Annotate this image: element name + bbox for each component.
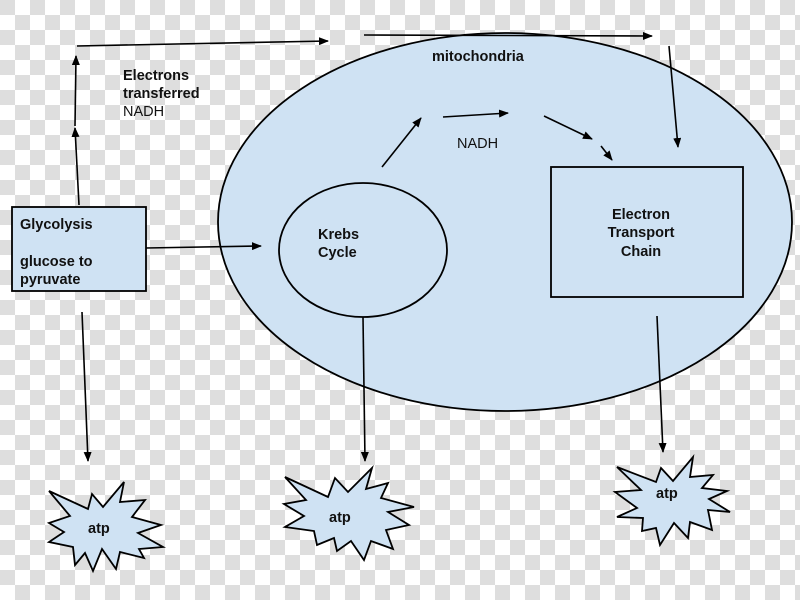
arrow-krebs-nadh-3 <box>543 115 593 140</box>
arrow-krebs-nadh-1 <box>381 117 422 168</box>
arrow-glycolysis-up-2 <box>71 55 80 127</box>
arrow-krebs-nadh-4 <box>600 145 613 161</box>
glycolysis-subtitle-line2: pyruvate <box>20 272 80 288</box>
mitochondria-label: mitochondria <box>432 49 525 65</box>
arrow-krebs-to-atp <box>360 316 369 462</box>
electrons-annotation-line2: transferred <box>123 86 200 102</box>
arrow-top-left <box>76 37 329 47</box>
arrow-glycolysis-up-1 <box>71 127 80 206</box>
atp-burst-left[interactable] <box>46 481 167 574</box>
krebs-label-line1: Krebs <box>318 227 359 243</box>
krebs-label-line2: Cycle <box>318 245 357 261</box>
atp-burst-middle[interactable] <box>281 464 415 562</box>
arrow-krebs-nadh-2 <box>442 109 509 118</box>
arrow-etc-to-atp <box>656 315 667 453</box>
inner-nadh-label: NADH <box>457 136 498 152</box>
atp-left-label: atp <box>88 521 110 537</box>
atp-burst-right[interactable] <box>612 453 731 548</box>
glycolysis-subtitle-line1: glucose to <box>20 254 93 270</box>
electron-transport-chain-node[interactable] <box>550 166 744 298</box>
etc-label-line1: Electron <box>612 207 670 223</box>
etc-label-line3: Chain <box>621 244 661 260</box>
electrons-annotation-line3: NADH <box>123 104 164 120</box>
krebs-cycle-node[interactable] <box>278 182 448 318</box>
atp-right-label: atp <box>656 486 678 502</box>
glycolysis-title: Glycolysis <box>20 217 93 233</box>
arrow-glycolysis-to-krebs <box>145 242 262 251</box>
arrow-glycolysis-to-atp <box>81 311 92 462</box>
etc-label-line2: Transport <box>608 225 675 241</box>
arrow-top-right <box>363 31 653 40</box>
glycolysis-node[interactable] <box>11 206 147 292</box>
arrow-down-to-etc <box>668 45 682 148</box>
atp-middle-label: atp <box>329 510 351 526</box>
electrons-annotation-line1: Electrons <box>123 68 189 84</box>
